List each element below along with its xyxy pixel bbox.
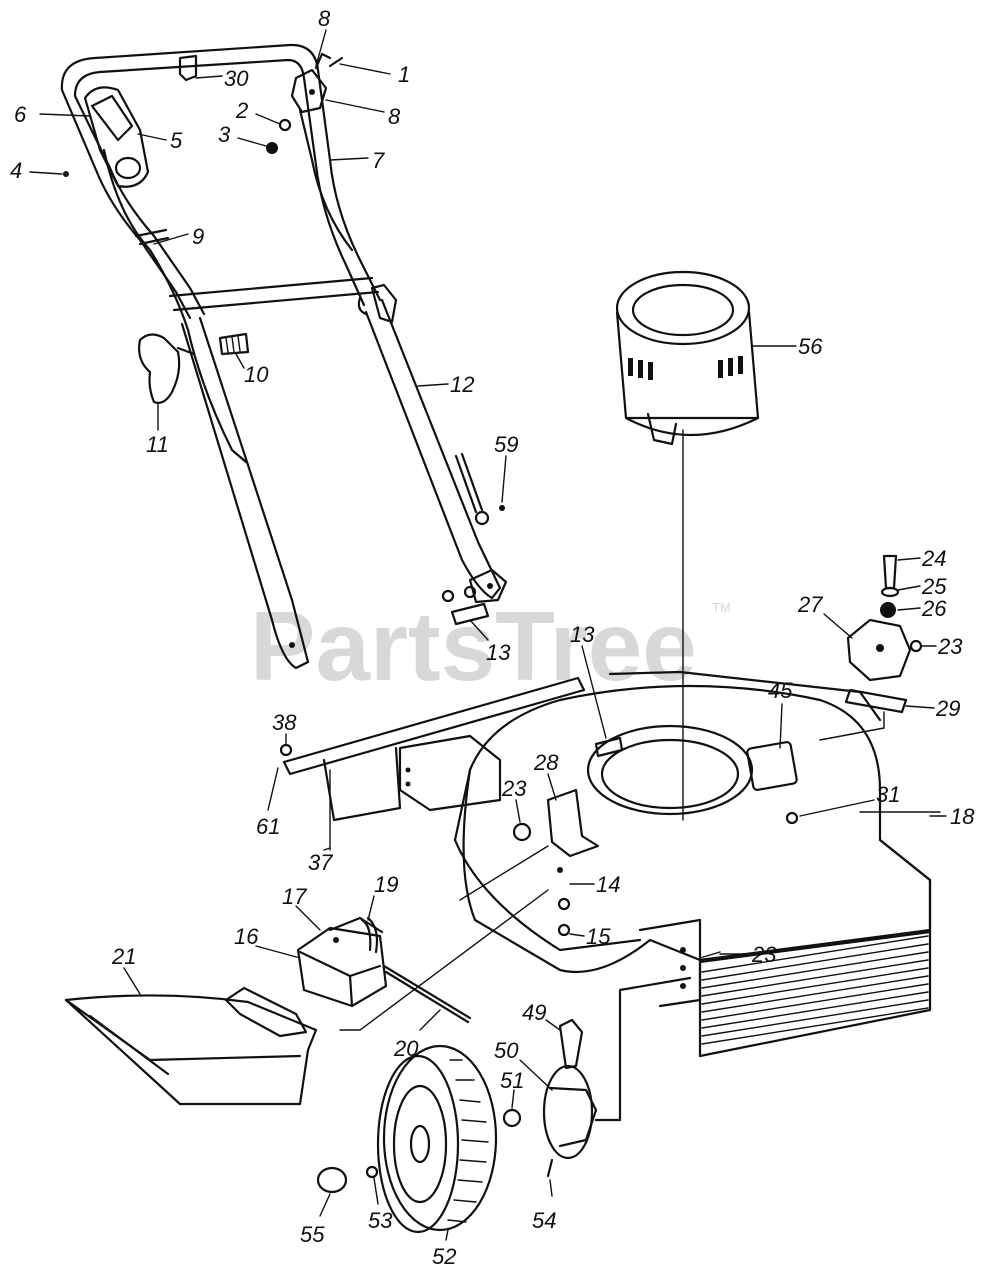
callout-1: 1 [398, 62, 410, 87]
callout-8-right: 8 [388, 104, 401, 129]
grass-deflector [64, 986, 318, 1106]
callout-52: 52 [432, 1244, 456, 1269]
callout-45: 45 [768, 678, 793, 703]
callout-15: 15 [586, 924, 611, 949]
wheel-bracket [542, 976, 692, 1178]
callout-2: 2 [235, 98, 248, 123]
callout-4: 4 [10, 158, 22, 183]
callout-24: 24 [921, 546, 946, 571]
engine-shroud [615, 270, 760, 821]
switch-box [83, 86, 150, 188]
callout-8-top: 8 [318, 6, 331, 31]
callout-11: 11 [146, 432, 169, 457]
mower-deck [398, 670, 932, 1058]
handle-bracket [290, 52, 332, 114]
callout-37: 37 [308, 850, 333, 875]
callout-55: 55 [300, 1222, 325, 1247]
callout-12: 12 [450, 372, 474, 397]
wheel-hardware [316, 1108, 522, 1194]
chute-door [296, 916, 472, 1024]
callout-27: 27 [797, 592, 823, 617]
deck-bracket-28 [512, 736, 624, 858]
callout-51: 51 [500, 1068, 524, 1093]
callout-19: 19 [374, 872, 398, 897]
callout-38: 38 [272, 710, 297, 735]
callout-16: 16 [234, 924, 259, 949]
callout-23-axle: 23 [751, 942, 777, 967]
callout-30: 30 [224, 66, 249, 91]
deck-plate-45 [785, 811, 799, 825]
callout-6: 6 [14, 102, 27, 127]
callout-54: 54 [532, 1208, 556, 1233]
callout-49: 49 [522, 1000, 546, 1025]
callout-13-handle: 13 [486, 640, 511, 665]
callout-9: 9 [192, 224, 204, 249]
callout-20: 20 [393, 1036, 419, 1061]
callout-5: 5 [170, 128, 183, 153]
rear-wheel [376, 1044, 498, 1234]
watermark-trademark: TM [712, 600, 731, 615]
callout-50: 50 [494, 1038, 519, 1063]
callout-18: 18 [950, 804, 975, 829]
assembly-lines [339, 811, 941, 1031]
height-adjuster [819, 554, 923, 741]
control-cable [102, 108, 354, 464]
callout-7: 7 [372, 148, 385, 173]
lower-handle [180, 298, 508, 670]
callout-31: 31 [876, 782, 900, 807]
handle-knob [138, 332, 250, 404]
callout-61: 61 [256, 814, 280, 839]
callout-56: 56 [798, 334, 823, 359]
handle-bolts [441, 585, 490, 626]
adjust-pin [454, 452, 505, 526]
callouts: 8 1 8 30 6 5 2 3 4 7 9 10 11 [10, 6, 975, 1269]
rear-axle [279, 676, 586, 851]
deck-fasteners [557, 867, 571, 937]
callout-23-adjuster: 23 [937, 634, 963, 659]
callout-28: 28 [533, 750, 559, 775]
callout-10: 10 [244, 362, 269, 387]
callout-53: 53 [368, 1208, 393, 1233]
callout-14: 14 [596, 872, 620, 897]
callout-21: 21 [111, 944, 136, 969]
watermark: PartsTree [250, 591, 697, 701]
callout-17: 17 [282, 884, 307, 909]
clip-30 [178, 54, 198, 82]
callout-3: 3 [218, 122, 231, 147]
callout-59: 59 [494, 432, 518, 457]
callout-23-deck: 23 [501, 776, 527, 801]
small-hardware [63, 56, 344, 177]
callout-29: 29 [935, 696, 960, 721]
callout-26: 26 [921, 596, 947, 621]
callout-13-deck: 13 [570, 622, 595, 647]
callout-25: 25 [921, 574, 947, 599]
